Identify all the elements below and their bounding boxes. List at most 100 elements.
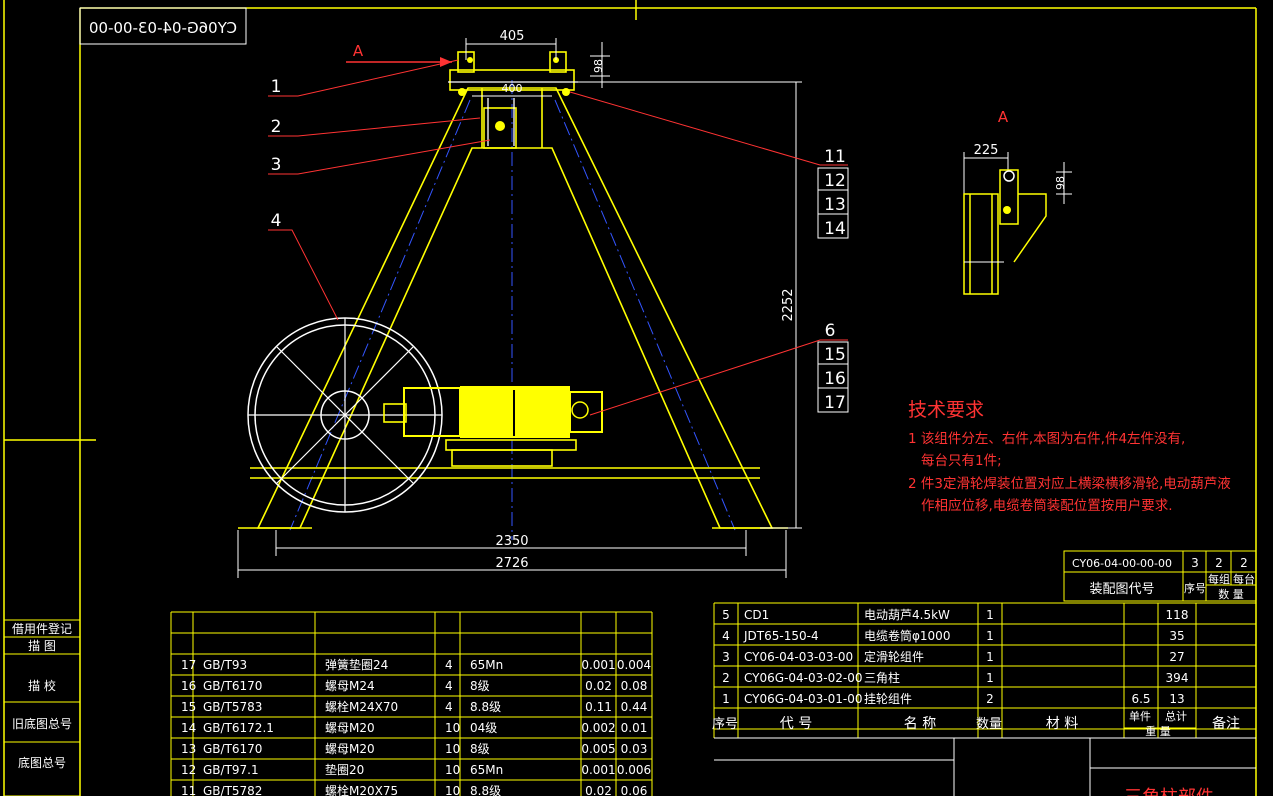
assembly-label: 装配图代号 (1089, 582, 1154, 597)
callout-4: 4 (271, 211, 282, 231)
dim-2350: 2350 (495, 534, 528, 549)
title-code-box: CY06G-04-03-00-00 (79, 7, 247, 45)
strip-trace: 描 图 (28, 639, 56, 653)
cable-drum (247, 317, 443, 513)
bom-right-cell: 2 (986, 692, 994, 706)
assembly-q3: 2 (1240, 556, 1248, 570)
bom-h-code: 代 号 (780, 716, 812, 732)
bom-left-cell: 13 (181, 742, 196, 756)
bom-right-cell: 394 (1166, 671, 1189, 685)
tech-req-heading: 技术要求 (908, 399, 984, 421)
a-frame-view (238, 51, 788, 540)
dim-405: 405 (500, 29, 525, 44)
bom-left-cell: 4 (445, 700, 453, 714)
bom-left-cell: 10 (445, 784, 460, 796)
bom-left-cell: 0.11 (585, 700, 612, 714)
callout-3: 3 (271, 155, 282, 175)
bom-right-cell: 13 (1169, 692, 1184, 706)
bom-right-cell: 35 (1169, 629, 1184, 643)
bom-h-total: 总计 (1165, 709, 1187, 723)
callout-6: 6 (825, 321, 836, 341)
bom-left-cell: GB/T6170 (203, 679, 262, 693)
bom-header: 序号 代 号 名 称 数量 材 料 单件 总计 重 量 备注 (712, 709, 1240, 738)
assembly-h-group: 每组 (1208, 572, 1230, 586)
callout-14: 14 (824, 219, 846, 239)
bom-left-cell: 16 (181, 679, 196, 693)
bom-right-cell: CY06-04-03-03-00 (744, 650, 853, 664)
dimension-texts: 405 400 98 2252 2350 2726 (495, 29, 796, 571)
electric-hoist (383, 386, 603, 438)
bom-right-cell: 27 (1169, 650, 1184, 664)
assembly-h-unit: 每台 (1233, 572, 1255, 586)
bom-right-cell: CY06G-04-03-01-00 (744, 692, 862, 706)
bom-right-cell: CY06G-04-03-02-00 (744, 671, 862, 685)
bom-right-cell: 1 (722, 692, 730, 706)
bom-right-cell: 118 (1166, 608, 1189, 622)
tech-requirements: 技术要求 1 该组件分左、右件,本图为右件,件4左件没有, 每台只有1件; 2 … (908, 399, 1231, 514)
bom-left-cell: 弹簧垫圈24 (325, 657, 388, 672)
bom-left-cell: 螺栓M20X75 (325, 783, 398, 796)
detail-label: A (998, 108, 1009, 126)
dimension-lines (237, 38, 802, 578)
callout-17: 17 (824, 393, 846, 413)
bom-right-cell: 1 (986, 671, 994, 685)
bom-left-cell: 0.002 (581, 721, 615, 735)
bom-left-cell: 04级 (470, 721, 497, 735)
bom-left-grid (170, 611, 653, 796)
dim-400: 400 (502, 82, 523, 95)
callout-12: 12 (824, 171, 846, 191)
detail-view-a: A 225 98 (963, 108, 1072, 295)
bom-right-cell: 4 (722, 629, 730, 643)
callout-numbers: 1 2 3 4 6 11 12 13 14 15 16 17 (271, 77, 846, 413)
section-marker: A (346, 42, 452, 67)
title-fragment: 三角柱部件 (1124, 787, 1214, 796)
bom-h-unit: 单件 (1129, 710, 1151, 723)
title-block-stub: 三角柱部件 (714, 737, 1256, 796)
leader-lines (268, 59, 848, 416)
bom-h-seq: 序号 (712, 717, 738, 732)
callout-1: 1 (271, 77, 282, 97)
bom-right-cell: 5 (722, 608, 730, 622)
assembly-code: CY06-04-00-00-00 (1072, 557, 1172, 570)
assembly-q1: 3 (1191, 556, 1199, 570)
tech-req-line-2: 每台只有1件; (921, 453, 1002, 469)
assembly-h-qty: 数 量 (1218, 588, 1244, 601)
balloon-boxes (817, 167, 849, 413)
bom-left-cell: 0.006 (617, 763, 651, 777)
bom-right-cell: 1 (986, 650, 994, 664)
bom-left-cell: 0.02 (585, 679, 612, 693)
assembly-q2: 2 (1215, 556, 1223, 570)
bom-left-cell: 0.005 (581, 742, 615, 756)
dim-2726: 2726 (495, 556, 528, 571)
drawing-code: CY06G-04-03-00-00 (89, 19, 237, 37)
bom-right-cell: 3 (722, 650, 730, 664)
tech-req-line-4: 作相应位移,电缆卷筒装配位置按用户要求. (921, 497, 1173, 514)
bom-left-cell: 14 (181, 721, 196, 735)
callout-11: 11 (824, 147, 846, 167)
bom-left-cell: 11 (181, 784, 196, 796)
bom-left-cell: 8级 (470, 742, 490, 756)
tech-req-line-3: 2 件3定滑轮焊装位置对应上横梁横移滑轮,电动葫芦液 (908, 475, 1231, 492)
assembly-ref-block: CY06-04-00-00-00 3 2 2 装配图代号 序号 每组 每台 数 … (1063, 550, 1257, 602)
bom-left-cell: GB/T6172.1 (203, 721, 274, 735)
left-strip: 借用件登记 描 图 描 校 旧底图总号 底图总号 (3, 619, 81, 796)
bom-left-cell: 垫圈20 (325, 762, 364, 777)
bom-left-cell: 0.001 (581, 763, 615, 777)
bom-h-material: 材 料 (1046, 716, 1078, 732)
bom-left-cell: 0.004 (617, 658, 651, 672)
bom-right-cell: 定滑轮组件 (864, 649, 924, 664)
detail-dim-98: 98 (1054, 176, 1067, 190)
bom-left-cell: 4 (445, 658, 453, 672)
bom-left-cell: 螺栓M24X70 (325, 699, 398, 714)
bom-left-cell: 15 (181, 700, 196, 714)
bom-left-cell: 10 (445, 763, 460, 777)
bom-left-cell: 12 (181, 763, 196, 777)
bom-left-cell: 0.02 (585, 784, 612, 796)
bom-left-cell: 螺母M20 (325, 742, 375, 756)
callout-13: 13 (824, 195, 846, 215)
bom-left-cell: 10 (445, 742, 460, 756)
bom-right-grid (713, 602, 1257, 738)
bom-right-cell: 电缆卷筒φ1000 (864, 628, 950, 643)
